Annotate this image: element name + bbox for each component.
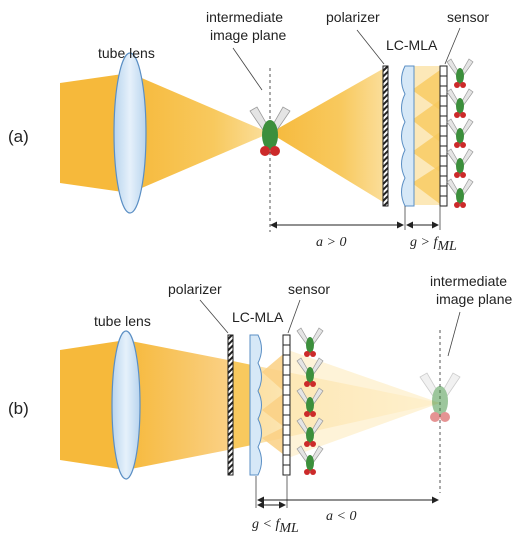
dist-g-label-b: g < fML xyxy=(252,517,299,536)
lc-mla-a xyxy=(401,65,415,207)
fly-icon xyxy=(296,445,324,476)
dist-g-label-a: g > fML xyxy=(410,235,457,254)
tube-lens-label-a: tube lens xyxy=(98,45,155,61)
beam-converging-a xyxy=(130,73,270,193)
panel-b-label: (b) xyxy=(8,399,29,418)
fly-icon xyxy=(446,58,474,89)
polarizer-label-b: polarizer xyxy=(168,281,222,297)
beam-diverging-a xyxy=(270,66,388,205)
fly-icon xyxy=(446,178,474,209)
lc-mla-b xyxy=(249,334,262,476)
sensor-label-a: sensor xyxy=(447,9,489,25)
intermediate-label-b-2: image plane xyxy=(436,291,512,307)
tube-lens-b xyxy=(111,330,141,480)
tube-lens-a xyxy=(113,52,147,214)
intermediate-label-a-1: intermediate xyxy=(206,9,283,25)
fly-icon xyxy=(446,148,474,179)
panel-a: (a) xyxy=(8,9,489,254)
beam-collimated-b xyxy=(60,340,126,470)
polarizer-b xyxy=(227,334,234,476)
lc-mla-label-a: LC-MLA xyxy=(386,37,438,53)
intermediate-label-a-2: image plane xyxy=(210,27,286,43)
panel-b: (b) xyxy=(8,273,512,536)
lc-mla-label-b: LC-MLA xyxy=(232,309,284,325)
polarizer-a xyxy=(382,65,389,207)
fly-icon xyxy=(446,88,474,119)
tube-lens-label-b: tube lens xyxy=(94,313,151,329)
beam-collimated-a xyxy=(60,73,130,193)
beam-converging-b xyxy=(126,340,228,470)
fly-icon xyxy=(446,118,474,149)
dist-a-label-b: a < 0 xyxy=(326,509,356,524)
fly-icon xyxy=(296,327,324,358)
sensor-label-b: sensor xyxy=(288,281,330,297)
intermediate-label-b-1: intermediate xyxy=(430,273,507,289)
polarizer-label-a: polarizer xyxy=(326,9,380,25)
sub-images-a xyxy=(446,58,474,209)
panel-a-label: (a) xyxy=(8,127,29,146)
dist-a-label-a: a > 0 xyxy=(316,235,346,250)
